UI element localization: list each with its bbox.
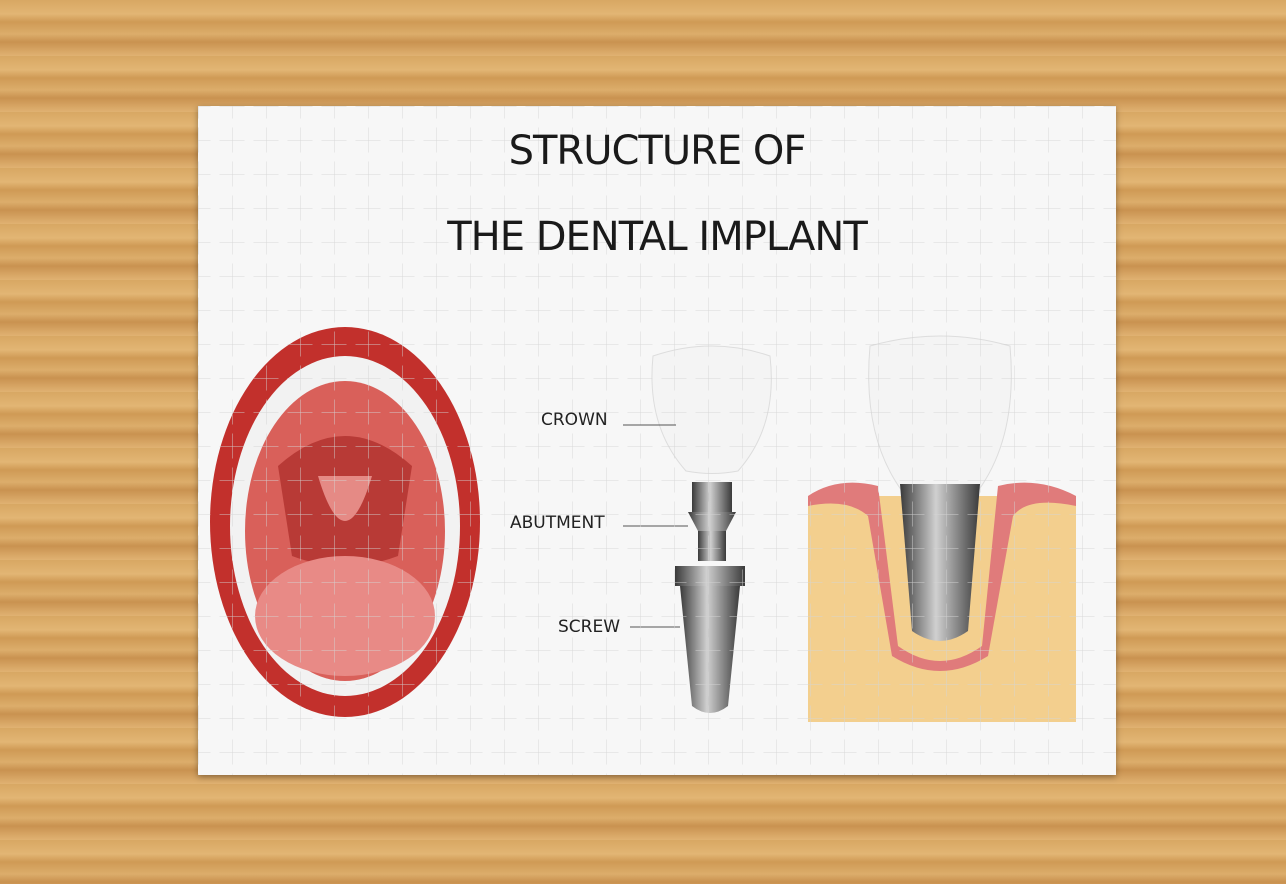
diagram-illustration [198, 106, 1116, 775]
title-line-2: THE DENTAL IMPLANT [447, 214, 868, 260]
label-abutment: ABUTMENT [510, 513, 605, 533]
label-crown: CROWN [541, 410, 608, 430]
label-screw: SCREW [558, 617, 621, 637]
title-line-1: STRUCTURE OF [508, 128, 807, 174]
jigsaw-puzzle: STRUCTURE OF THE DENTAL IMPLANT CROWN AB… [198, 106, 1116, 775]
